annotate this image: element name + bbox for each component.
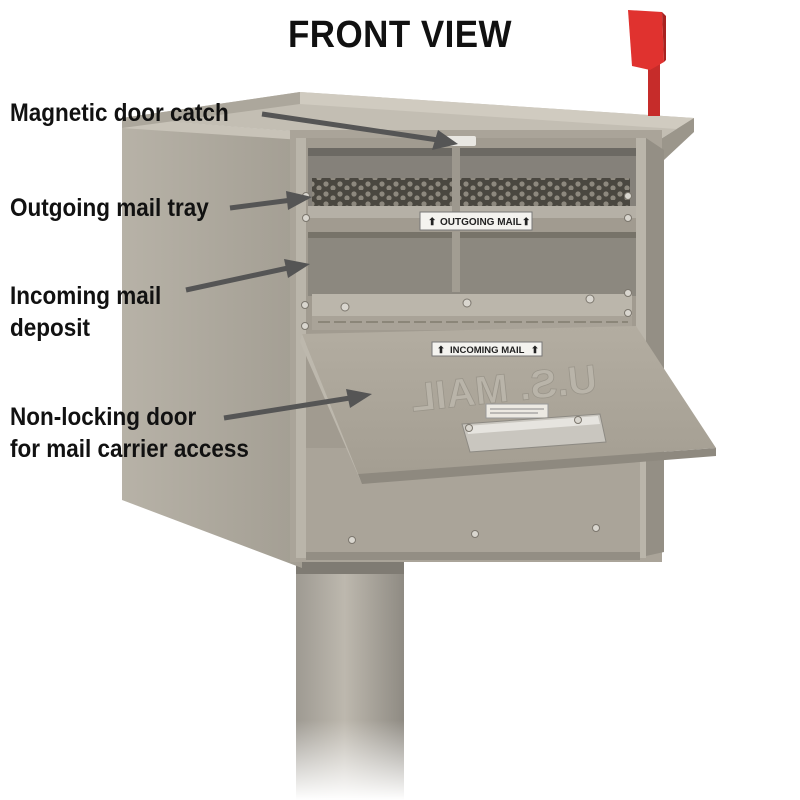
callout-arrows: [185, 111, 458, 421]
callout-non-locking-door: Non-locking door for mail carrier access: [10, 401, 249, 465]
arrow-head-icon: [432, 130, 458, 150]
incoming-compartment: [301, 192, 636, 330]
arrow-head-icon: [286, 191, 312, 210]
callout-line: Non-locking door: [10, 403, 197, 431]
arrow-head-icon: [346, 389, 372, 408]
callout-line: Outgoing mail tray: [10, 194, 209, 222]
svg-text:⬆: ⬆: [428, 217, 436, 228]
incoming-mail-tag: [431, 341, 543, 357]
instruction-sticker: [485, 403, 549, 419]
callout-incoming-mail-deposit: Incoming mail deposit: [10, 280, 161, 344]
svg-text:⬆: ⬆: [522, 217, 530, 228]
outgoing-mail-tag: [419, 211, 533, 231]
outgoing-mail-tag-text: OUTGOING MAIL: [440, 217, 522, 228]
callout-line: Incoming mail: [10, 282, 162, 310]
mailbox-side-panel: [122, 118, 302, 568]
carrier-door: ⬆ INCOMING MAIL ⬆ U.S. MAIL: [300, 326, 716, 484]
mailbox-roof: [122, 92, 694, 160]
callout-line: for mail carrier access: [10, 435, 249, 463]
svg-text:⬆: ⬆: [437, 345, 445, 356]
callout-line: Magnetic door catch: [10, 99, 229, 127]
arrow-head-icon: [284, 259, 310, 278]
callout-line: deposit: [10, 314, 91, 342]
svg-text:⬆: ⬆: [531, 345, 539, 356]
mail-post: [286, 560, 416, 800]
outgoing-compartment: ⬆ OUTGOING MAIL ⬆: [308, 136, 636, 231]
page-title: FRONT VIEW: [287, 14, 513, 56]
callout-magnetic-door-catch: Magnetic door catch: [10, 97, 229, 129]
callout-outgoing-mail-tray: Outgoing mail tray: [10, 192, 209, 224]
arrow-magnetic-door-catch: [261, 111, 439, 143]
incoming-mail-tag-text: INCOMING MAIL: [450, 345, 525, 356]
red-flag-icon: [628, 10, 666, 116]
